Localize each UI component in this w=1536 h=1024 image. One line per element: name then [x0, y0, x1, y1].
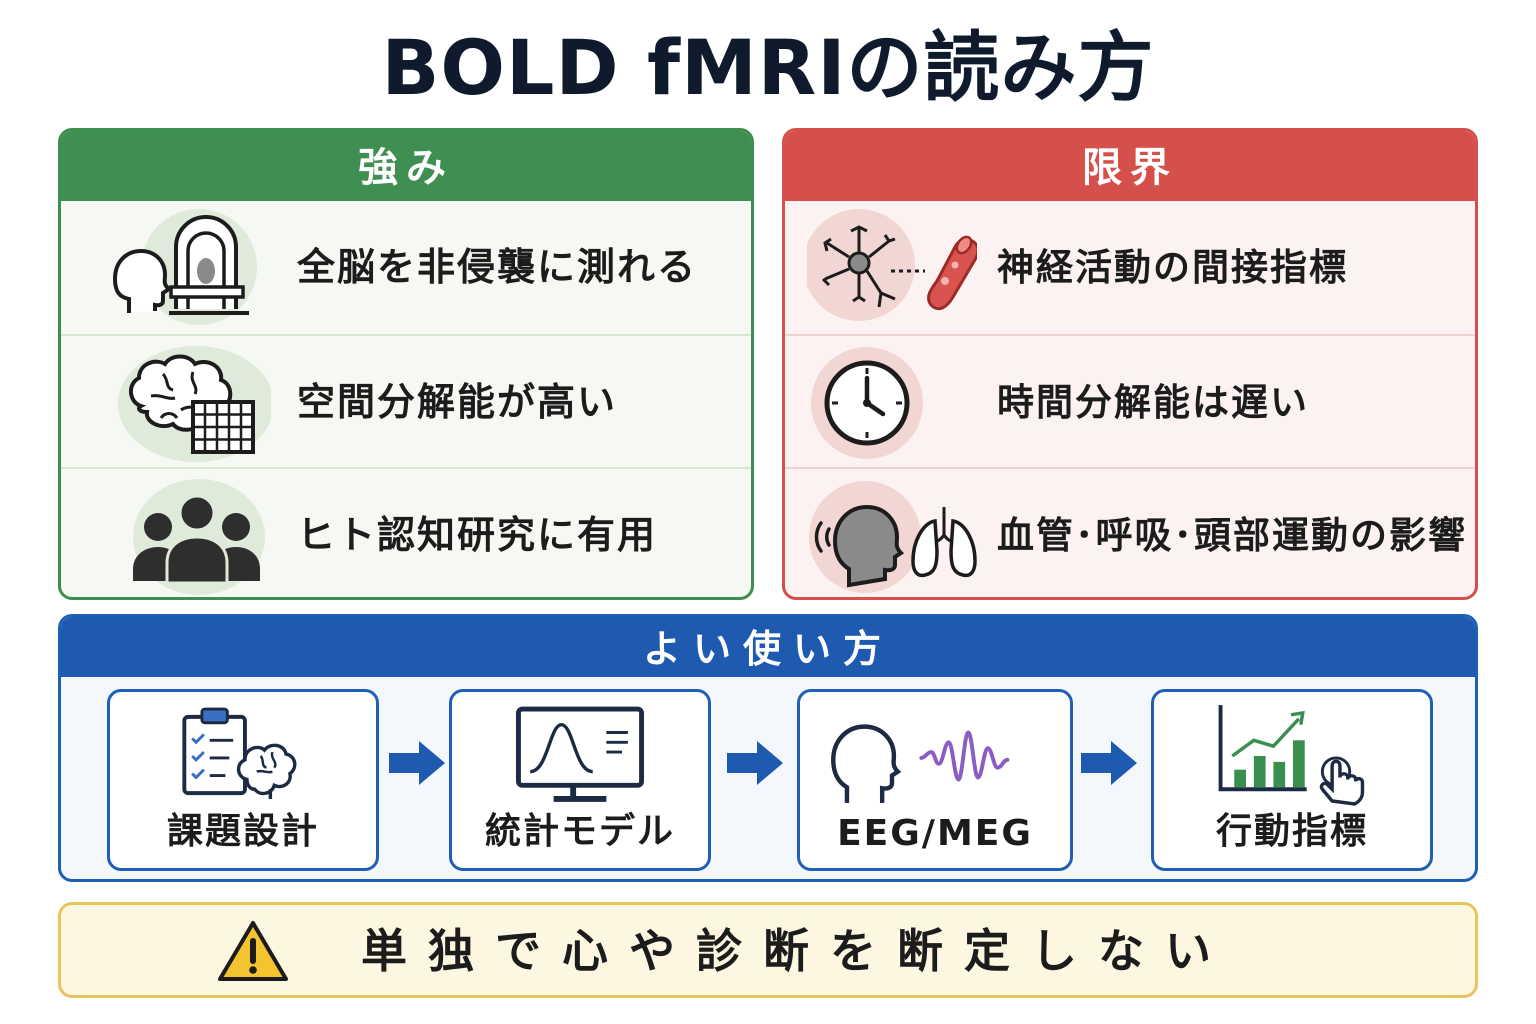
usage-panel: よい使い方 課題設計 統計モデル EEG/MEG	[58, 614, 1478, 882]
usage-step-behavioral-measures: 行動指標	[1151, 689, 1433, 871]
limit-item: 血管･呼吸･頭部運動の影響	[785, 467, 1475, 597]
strength-text: 空間分解能が高い	[297, 380, 618, 424]
strengths-panel: 強み 全脳を非侵襲に測れる 空間分解能が高い	[58, 128, 754, 600]
usage-step-label: 課題設計	[166, 811, 319, 852]
usage-step-label: 行動指標	[1215, 811, 1368, 852]
warning-icon	[218, 921, 288, 981]
limit-item: 神経活動の間接指標	[785, 201, 1475, 334]
strength-text: 全脳を非侵襲に測れる	[297, 245, 698, 289]
usage-step-eeg-meg: EEG/MEG	[797, 689, 1073, 871]
usage-step-statistical-model: 統計モデル	[449, 689, 711, 871]
strength-item: 空間分解能が高い	[61, 334, 751, 467]
people-group-icon	[133, 479, 265, 595]
strength-item: 全脳を非侵襲に測れる	[61, 201, 751, 334]
limit-text: 血管･呼吸･頭部運動の影響	[997, 514, 1467, 557]
strength-text: ヒト認知研究に有用	[297, 513, 658, 557]
usage-step-task-design: 課題設計	[107, 689, 379, 871]
limits-panel: 限界 神経活動の間接指標 時間分解能は遅い	[782, 128, 1478, 600]
arrow-right-icon	[1081, 741, 1137, 785]
head-lungs-icon	[809, 481, 977, 593]
usage-step-label: 統計モデル	[484, 811, 675, 852]
warning-text: 単独で心や診断を断定しない	[361, 924, 1232, 978]
warning-banner: 単独で心や診断を断定しない	[58, 902, 1478, 998]
limit-text: 神経活動の間接指標	[997, 246, 1348, 289]
strength-item: ヒト認知研究に有用	[61, 467, 751, 597]
arrow-right-icon	[389, 741, 445, 785]
head-wave-icon	[831, 724, 1010, 803]
limit-text: 時間分解能は遅い	[997, 381, 1309, 424]
brain-grid-icon	[118, 346, 271, 462]
neuron-vessel-icon	[807, 209, 977, 321]
bar-chart-hand-icon	[1218, 705, 1365, 806]
usage-heading: よい使い方	[61, 617, 1475, 677]
limits-heading: 限界	[785, 131, 1475, 201]
page-title: BOLD fMRIの読み方	[381, 23, 1155, 112]
clipboard-brain-icon	[182, 707, 297, 800]
clock-icon	[811, 347, 923, 459]
mri-scanner-icon	[112, 209, 257, 325]
arrow-right-icon	[727, 741, 783, 785]
monitor-curve-icon	[516, 706, 644, 802]
limit-item: 時間分解能は遅い	[785, 334, 1475, 467]
usage-step-label: EEG/MEG	[837, 813, 1033, 854]
strengths-heading: 強み	[61, 131, 751, 201]
